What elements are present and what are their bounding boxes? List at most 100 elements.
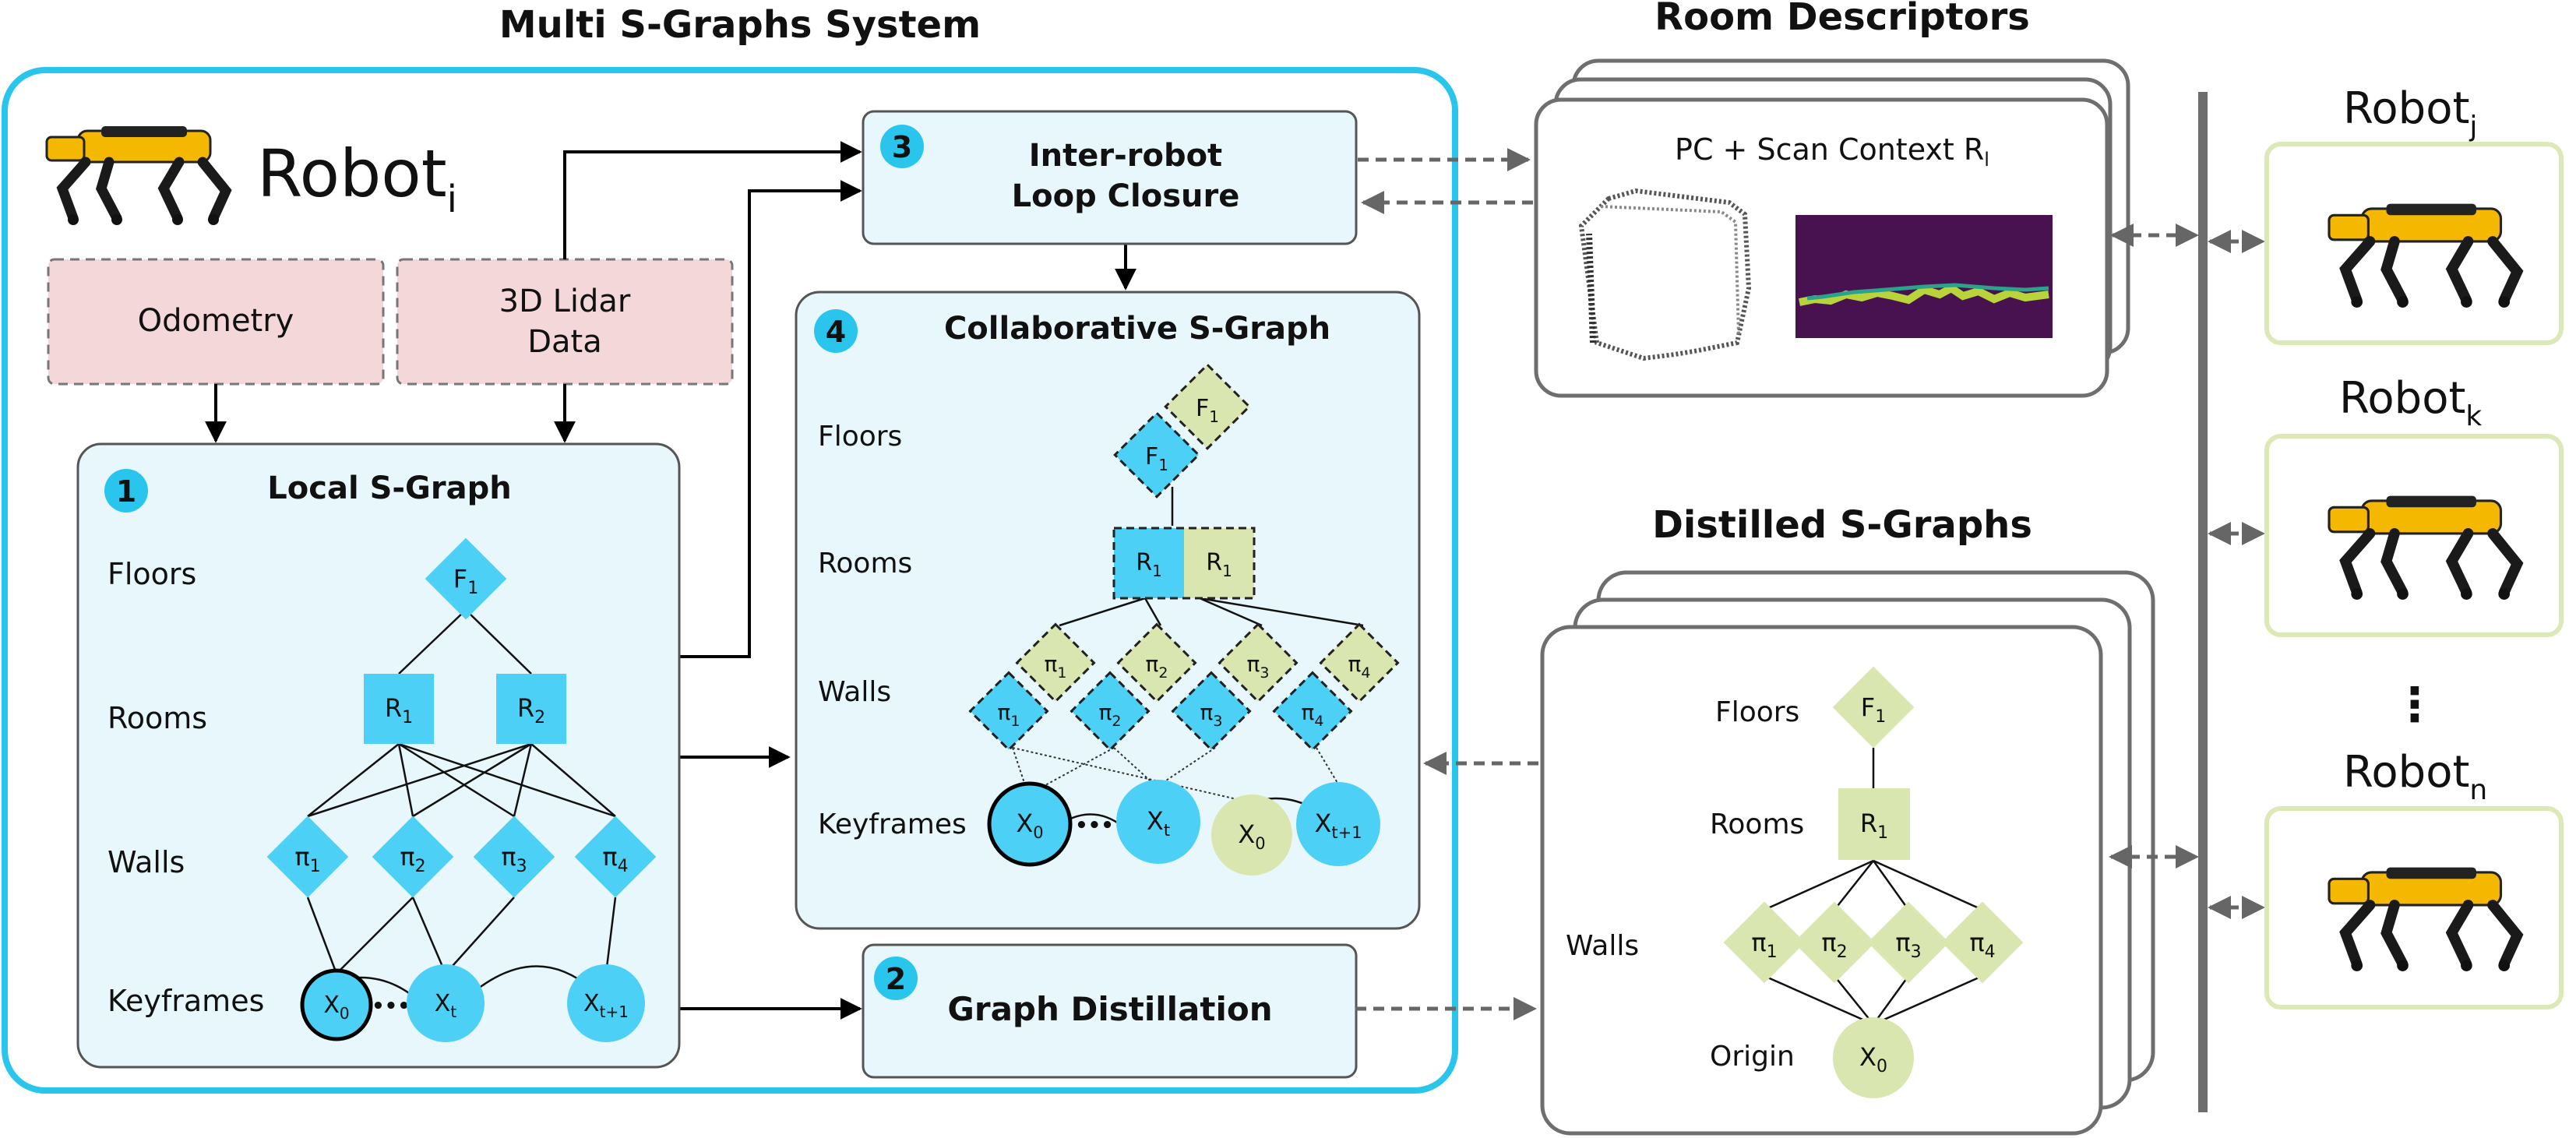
local-kf-text-0: X0 [323,992,349,1023]
collab-room-text-blue: R1 [1136,549,1162,580]
local-number-badge [104,469,148,513]
collab-floors-label: Floors [818,421,902,453]
distillation-number-badge [874,957,918,1000]
collab-keyframes-label: Keyframes [818,809,967,840]
collab-wall-blue-2 [1070,671,1151,752]
collab-rooms-label: Rooms [818,548,912,580]
distilled-floor-node [1832,666,1915,749]
local-title: Local S-Graph [267,470,511,506]
collab-wall-blue-text-1: π1 [998,699,1020,730]
robot-j-card [2264,142,2564,345]
distillation-title: Graph Distillation [947,990,1272,1028]
loop-title-line1: Inter-robot [1029,138,1222,174]
collab-wall-blue-text-2: π2 [1099,699,1122,730]
collab-number: 4 [826,315,846,349]
collab-wall-green-3 [1218,622,1299,703]
distilled-sgraphs-title: Distilled S-Graphs [1652,503,2032,547]
local-wall-node-4 [574,816,657,898]
point-cloud-image [1578,188,1752,361]
robot-k-label: Robotk [2339,373,2482,432]
local-room-text-2: R2 [517,693,545,728]
distillation-number: 2 [886,962,906,996]
robot-k-card [2264,434,2564,637]
lidar-label-line1: 3D Lidar [499,284,631,319]
loop-title-line2: Loop Closure [1012,178,1240,214]
local-wall-text-1: π1 [294,842,320,876]
system-title: Multi S-Graphs System [499,3,981,47]
local-wall-text-4: π4 [602,842,628,876]
local-kf-dots: ••• [372,995,411,1018]
lidar-to-loop-arrow [563,141,862,259]
distilled-wall-text-3: π3 [1895,928,1921,962]
collab-room-outline [1112,527,1256,600]
collab-title: Collaborative S-Graph [944,311,1330,347]
distilled-origin-label: Origin [1710,1041,1795,1073]
collab-wall-green-text-1: π1 [1045,651,1067,682]
local-keyframes-label: Keyframes [107,984,264,1018]
lidar-label-line2: Data [527,324,602,360]
collab-wall-green-4 [1319,622,1400,703]
collab-wall-green-text-2: π2 [1146,651,1168,682]
local-walls-label: Walls [107,845,185,879]
dashed-connectors [1355,148,2265,1020]
collab-room-node-blue [1114,528,1184,598]
collab-kf-node-t [1116,780,1200,864]
distilled-wall-node-2 [1793,901,1876,984]
local-kf-text-t1: Xt+1 [583,990,629,1021]
local-wall-text-3: π3 [501,842,527,876]
distilled-origin-node [1833,1017,1914,1098]
collab-wall-green-1 [1015,622,1096,703]
local-wall-text-2: π2 [400,842,425,876]
loop-closure-module [862,110,1358,245]
collab-wall-blue-4 [1272,671,1353,752]
collab-kf-node-0-green [1211,794,1292,876]
distilled-wall-text-2: π2 [1821,928,1847,962]
local-floors-label: Floors [107,557,196,591]
local-wall-node-3 [473,816,555,898]
distillation-module [862,943,1358,1079]
collab-wall-green-text-3: π3 [1247,651,1270,682]
local-floor-node [425,537,507,620]
room-descriptors-title: Room Descriptors [1654,0,2030,39]
collab-kf-node-0-blue [987,781,1073,867]
distilled-room-node [1838,788,1910,860]
robot-more-dots: ⋮ [2391,678,2438,732]
collab-wall-green-2 [1116,622,1197,703]
collab-kf-text-0-green: X0 [1238,819,1265,853]
collab-wall-blue-text-4: π4 [1302,699,1324,730]
collab-number-badge [814,309,858,353]
distilled-floors-label: Floors [1715,696,1799,728]
distilled-wall-node-4 [1941,901,2024,984]
distilled-wall-text-4: π4 [1969,928,1995,962]
distilled-floor-text: F1 [1861,692,1886,727]
local-kf-node-t [407,964,485,1042]
local-kf-node-t1 [567,964,645,1042]
loop-number: 3 [892,130,912,164]
collab-floor-text-blue: F1 [1145,443,1168,474]
distilled-wall-node-3 [1867,901,1950,984]
distilled-origin-text: X0 [1859,1042,1887,1076]
local-to-loop-arrow [678,180,862,658]
collab-kf-dots: ••• [1075,814,1114,837]
robot-n-card [2264,806,2564,1009]
lidar-box [396,258,734,386]
robot-n-label: Robotn [2343,747,2487,806]
local-room-text-1: R1 [385,693,413,728]
collab-kf-text-t1: Xt+1 [1314,809,1362,842]
robot-i-label: Roboti [257,136,457,221]
distilled-wall-node-1 [1723,901,1806,984]
local-edges [303,609,617,995]
local-number: 1 [116,474,136,509]
collab-wall-blue-3 [1171,671,1252,752]
robot-j-label: Robotj [2343,83,2477,143]
collab-kf-node-t1 [1296,782,1380,866]
collab-room-node-green [1184,528,1254,598]
collab-room-text-green: R1 [1206,549,1232,580]
collab-walls-label: Walls [818,676,891,708]
distilled-card-front [1540,625,2103,1136]
distilled-walls-label: Walls [1566,930,1639,962]
descriptor-label: PC + Scan Context Rl [1675,132,1989,171]
collab-kf-text-t: Xt [1147,806,1170,840]
local-sgraph-module [76,442,681,1069]
